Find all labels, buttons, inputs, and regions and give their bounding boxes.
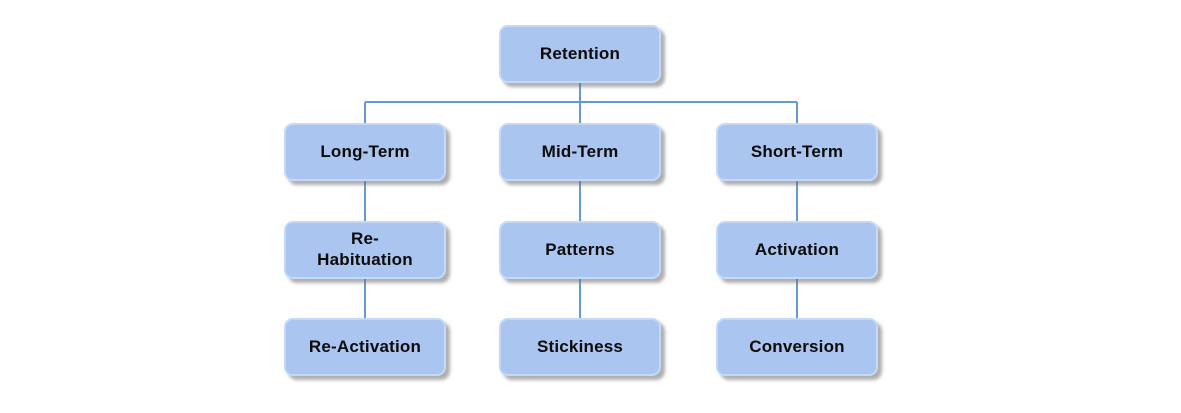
node-mid-term-label: Mid-Term (541, 141, 619, 161)
node-retention: Retention (499, 25, 661, 83)
node-re-habituation: Re- Habituation (284, 221, 446, 279)
node-short-term-label: Short-Term (750, 141, 844, 161)
node-long-term-label: Long-Term (320, 141, 410, 161)
node-stickiness: Stickiness (499, 318, 661, 376)
node-patterns: Patterns (499, 221, 661, 279)
node-long-term: Long-Term (284, 123, 446, 181)
node-mid-term: Mid-Term (499, 123, 661, 181)
node-re-activation-label: Re-Activation (308, 336, 422, 356)
node-conversion-label: Conversion (749, 336, 845, 356)
node-activation-label: Activation (754, 239, 840, 259)
node-retention-label: Retention (539, 43, 621, 63)
node-patterns-label: Patterns (545, 239, 615, 259)
node-stickiness-label: Stickiness (536, 336, 624, 356)
node-activation: Activation (716, 221, 878, 279)
node-re-habituation-label: Re- Habituation (317, 229, 413, 269)
node-short-term: Short-Term (716, 123, 878, 181)
node-re-activation: Re-Activation (284, 318, 446, 376)
node-conversion: Conversion (716, 318, 878, 376)
